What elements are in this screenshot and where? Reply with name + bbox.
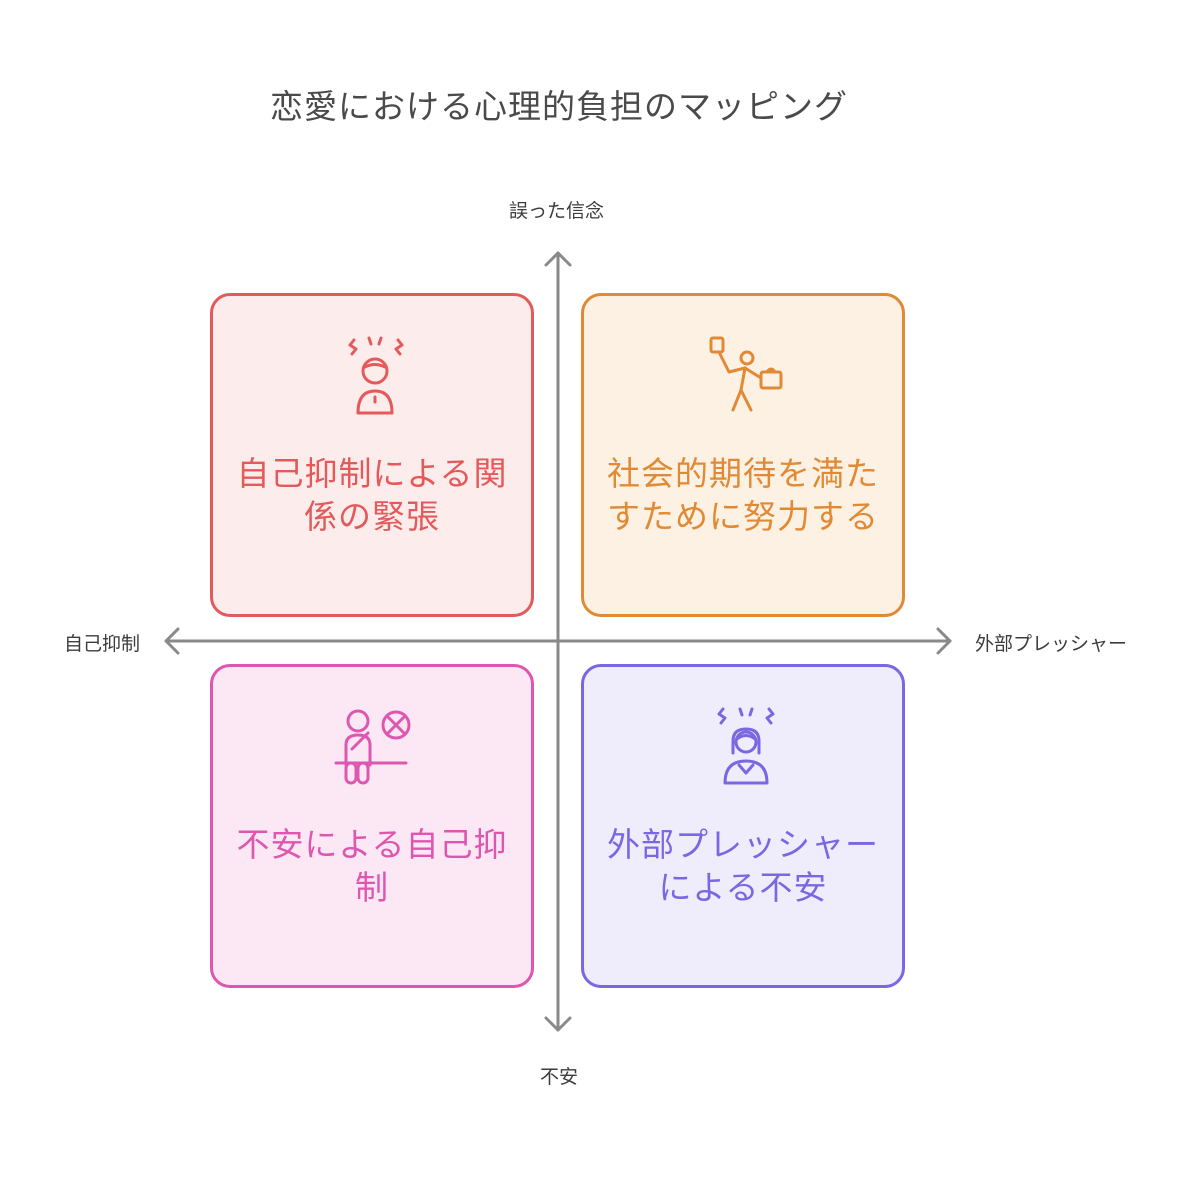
quadrant-top-left: 自己抑制による関係の緊張 [210,293,534,617]
arrow-right-icon [936,627,952,655]
quadrant-top-right: 社会的期待を満たすために努力する [581,293,905,617]
quadrant-bottom-left: 不安による自己抑制 [210,664,534,988]
axis-label-right: 外部プレッシャー [975,633,1128,655]
arrow-up-icon [544,251,572,267]
arrow-left-icon [164,627,180,655]
axis-label-bottom: 不安 [540,1066,579,1088]
diagram-title: 恋愛における心理的負担のマッピング [270,87,848,126]
quadrant-bottom-right: 外部プレッシャーによる不安 [581,664,905,988]
quadrant-bottom-right-label: 外部プレッシャーによる不安 [607,825,879,907]
arrow-down-icon [544,1016,572,1032]
person-with-rejection-icon [334,709,411,785]
quadrant-top-left-label: 自己抑制による関係の緊張 [236,454,508,536]
stressed-person-icon [348,336,404,415]
quadrant-top-right-label: 社会的期待を満たすために努力する [607,454,879,536]
axis-label-top: 誤った信念 [509,200,605,222]
person-carrying-load-icon [709,336,783,412]
axis-label-left: 自己抑制 [64,633,141,655]
quadrant-bottom-left-label: 不安による自己抑制 [236,825,508,907]
anxious-woman-icon [717,707,775,785]
